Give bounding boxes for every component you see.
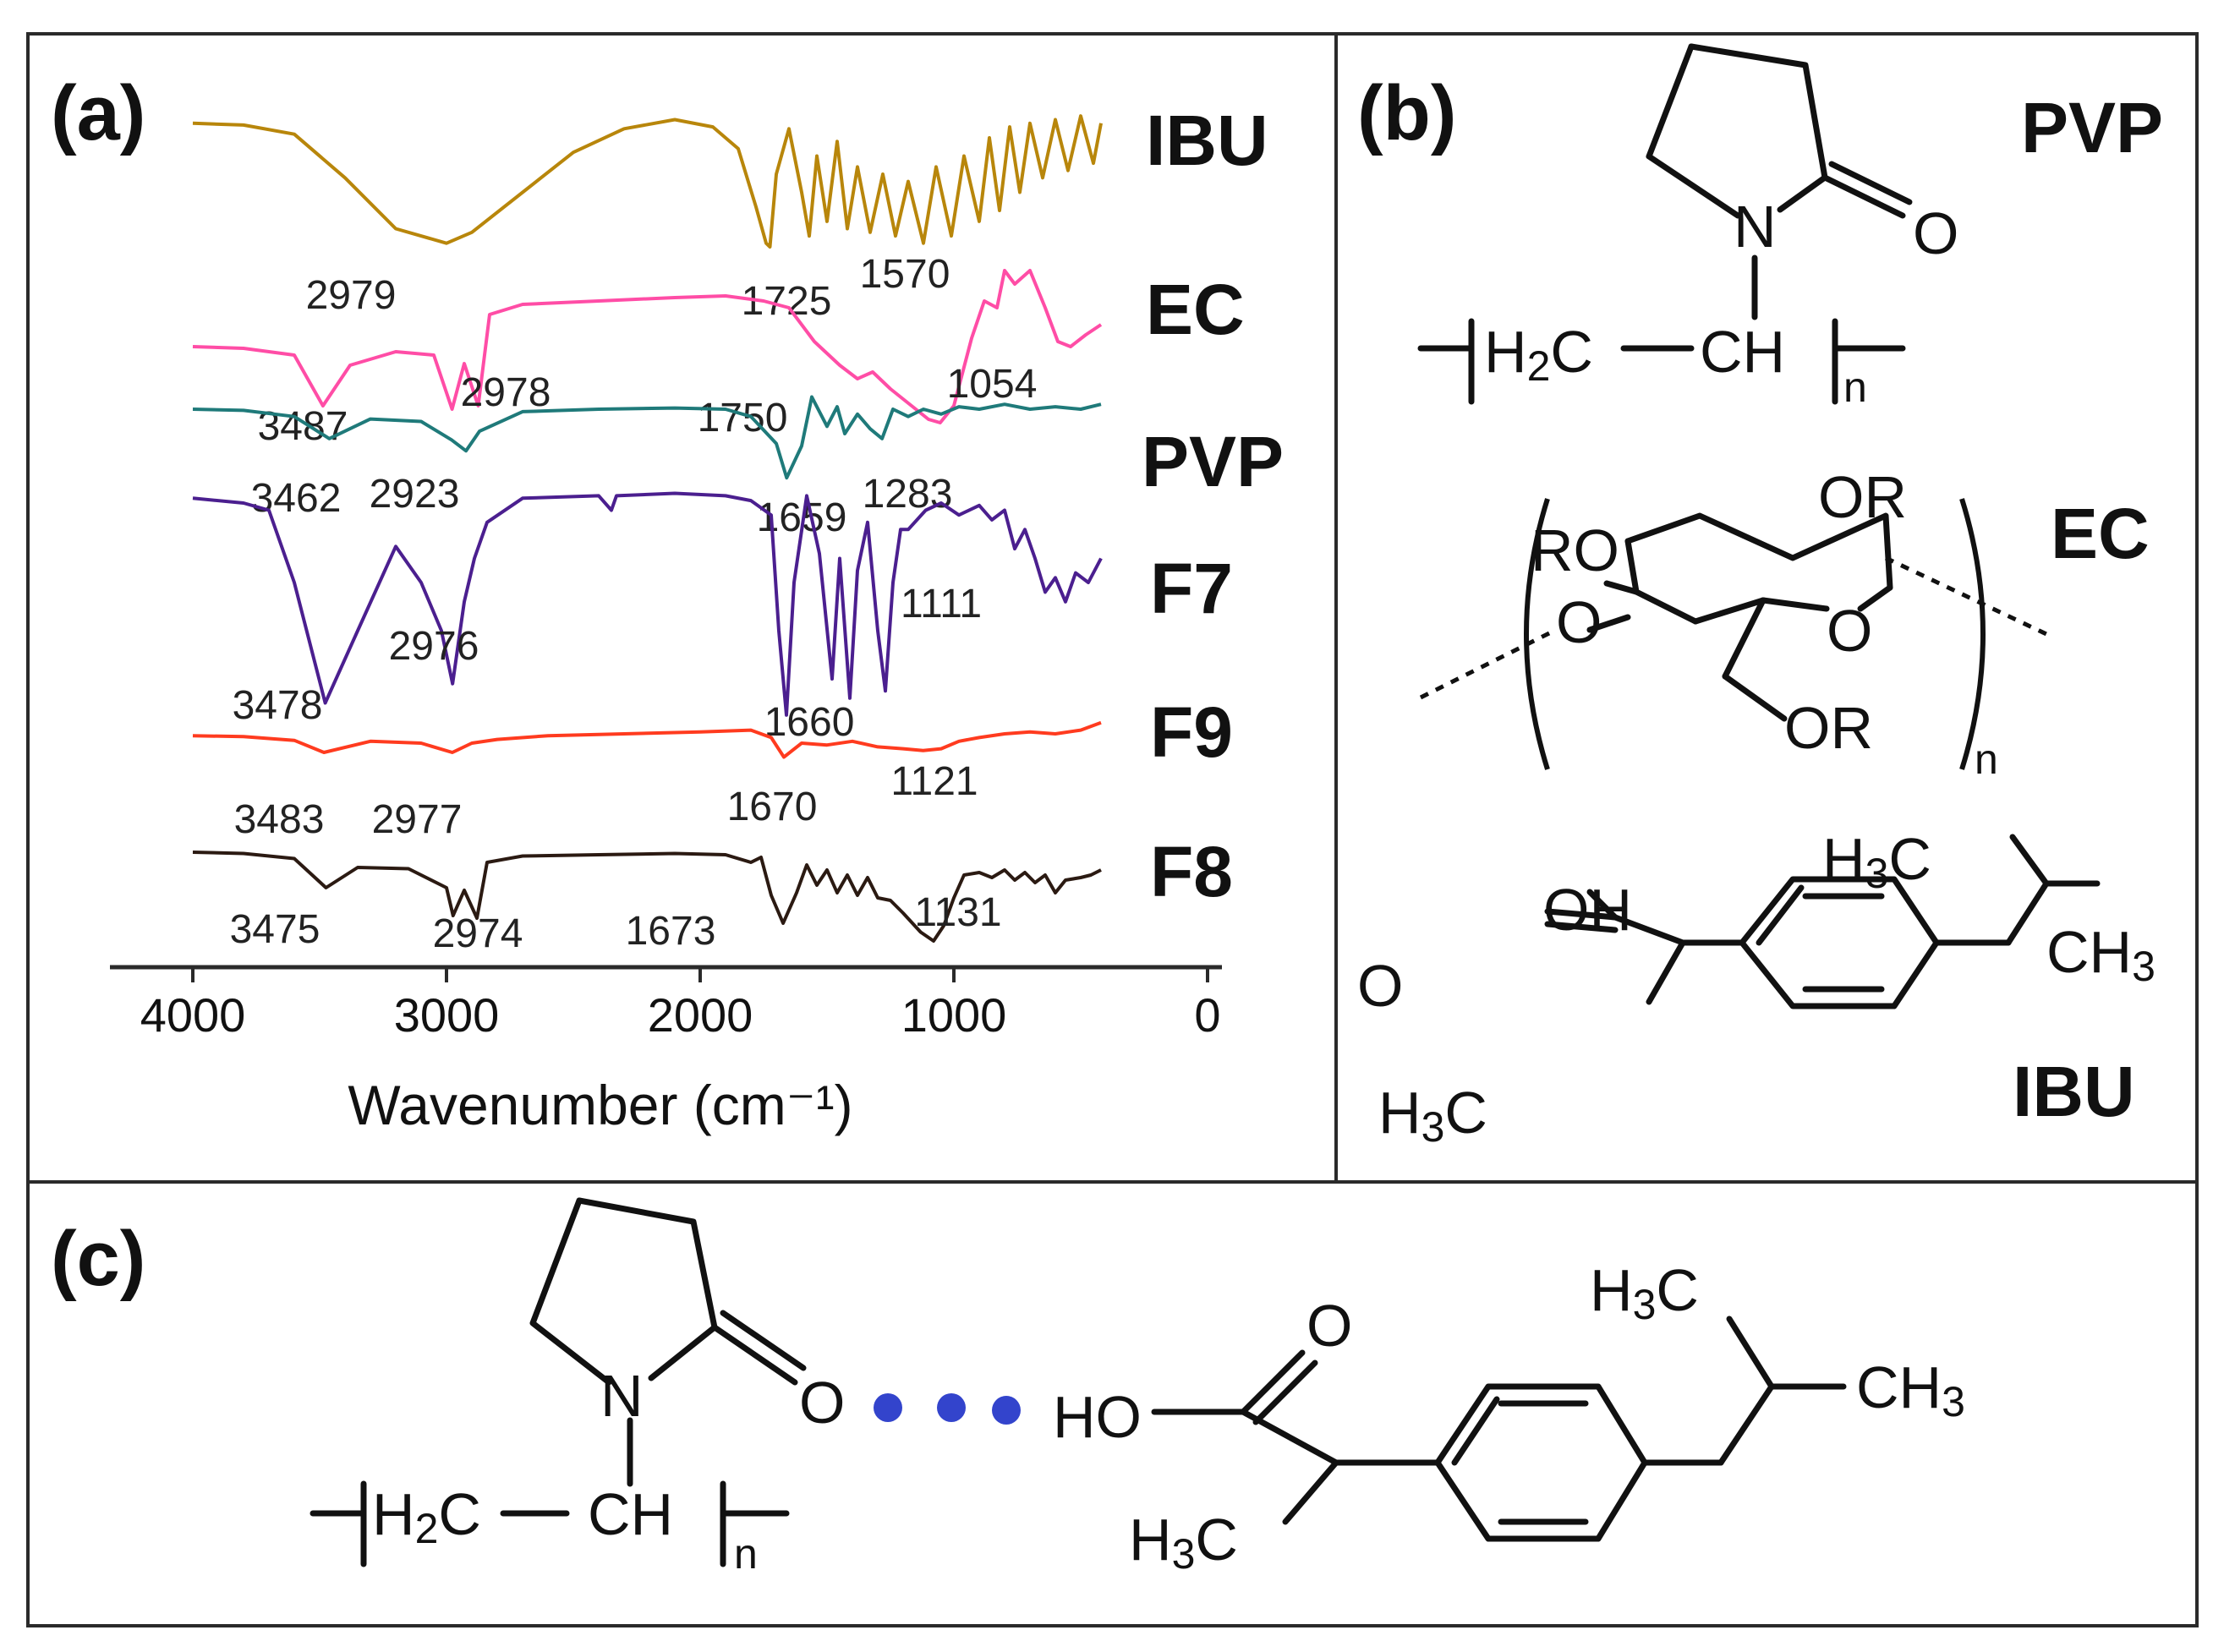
peak-label-ibu-1570: 1570 — [860, 252, 950, 297]
series-label-f7: F7 — [1150, 549, 1233, 628]
complex-h3c-top: H3C — [1590, 1257, 1699, 1328]
peak-label-pvp-1283: 1283 — [863, 472, 953, 517]
x-tick-label-1000: 1000 — [901, 988, 1007, 1042]
x-tick-label-2000: 2000 — [648, 988, 753, 1042]
outer-frame — [26, 32, 2199, 1627]
ibu-o: O — [1357, 953, 1403, 1019]
series-line-ec — [192, 269, 1103, 424]
peak-label-f9-2977: 2977 — [372, 797, 463, 842]
hbond-dot-3 — [992, 1396, 1021, 1425]
series-line-f8 — [192, 851, 1102, 943]
peak-label-f8-1673: 1673 — [626, 909, 716, 954]
peak-label-f7-3478: 3478 — [233, 683, 323, 728]
series-label-pvp: PVP — [1142, 422, 1284, 501]
series-line-pvp — [192, 395, 1102, 480]
series-line-f7 — [192, 491, 1103, 717]
pvp-repeat-n: n — [1843, 364, 1867, 411]
pvp-o-atom: O — [1913, 200, 1958, 266]
ec-repeat-n: n — [1975, 736, 1998, 783]
peak-label-f9-3483: 3483 — [234, 797, 325, 842]
ec-ro-left: RO — [1531, 517, 1619, 583]
ec-structure: OR RO O O OR n EC — [1419, 464, 2150, 783]
series-label-f8: F8 — [1150, 832, 1233, 911]
ibu-structure: OH O H3C CH3 H3C IBU — [1357, 826, 2155, 1151]
ec-or-bottom: OR — [1784, 695, 1873, 761]
complex-ch: CH — [588, 1481, 673, 1547]
complex-ho: HO — [1053, 1384, 1142, 1450]
ec-name: EC — [2051, 494, 2150, 573]
x-axis-ticks: 4000 3000 2000 1000 0 — [140, 967, 1221, 1042]
x-axis-title: Wavenumber (cm⁻¹) — [348, 1074, 852, 1136]
ibu-name: IBU — [2013, 1052, 2135, 1131]
peak-label-f7-1660: 1660 — [764, 700, 855, 745]
peak-label-pvp-2923: 2923 — [370, 472, 460, 517]
complex-ch3: CH3 — [1856, 1354, 1965, 1425]
ibu-h3c-bottom: H3C — [1378, 1080, 1487, 1151]
hbond-dot-1 — [874, 1393, 902, 1422]
complex-o-top: O — [1306, 1293, 1352, 1359]
ec-or-top: OR — [1818, 464, 1907, 530]
peak-label-ec-3487: 3487 — [258, 404, 348, 449]
pvp-ch: CH — [1700, 319, 1785, 385]
x-tick-label-4000: 4000 — [140, 988, 246, 1042]
peak-label-f9-1121: 1121 — [890, 759, 978, 804]
peak-label-f7-2976: 2976 — [389, 624, 479, 669]
peak-label-f8-1131: 1131 — [914, 890, 1001, 935]
pvp-ibu-complex: N O H2C CH n HO O H3C H3C CH3 — [309, 1197, 1965, 1578]
peak-label-ec-2978: 2978 — [461, 370, 551, 415]
complex-h2c: H2C — [372, 1481, 481, 1552]
series-label-ec: EC — [1146, 270, 1245, 349]
peak-label-ec-1054: 1054 — [947, 362, 1038, 407]
panel-b-label: (b) — [1357, 70, 1456, 156]
hbond-dot-2 — [937, 1393, 966, 1422]
peak-label-ec-1750: 1750 — [698, 396, 788, 440]
ec-o-ring: O — [1827, 598, 1872, 664]
panel-c-label: (c) — [51, 1216, 145, 1302]
peak-label-f8-2974: 2974 — [433, 911, 523, 956]
pvp-n-atom: N — [1734, 194, 1777, 260]
complex-o-atom: O — [799, 1370, 845, 1436]
ec-o-left: O — [1556, 589, 1602, 655]
series-label-f9: F9 — [1150, 692, 1233, 772]
peak-label-f7-1111: 1111 — [901, 582, 982, 626]
x-tick-label-0: 0 — [1194, 988, 1220, 1042]
peak-label-pvp-3462: 3462 — [251, 476, 342, 521]
series-line-f9 — [192, 720, 1102, 759]
ibu-oh: OH — [1543, 877, 1632, 943]
pvp-name: PVP — [2021, 88, 2163, 167]
panel-a-label: (a) — [51, 70, 145, 156]
pvp-structure: N O H2C CH n PVP — [1417, 43, 2163, 411]
peak-label-f8-3475: 3475 — [230, 907, 320, 952]
complex-h3c-bottom: H3C — [1129, 1507, 1238, 1578]
x-tick-label-3000: 3000 — [394, 988, 500, 1042]
peak-label-ibu-2979: 2979 — [306, 273, 397, 318]
complex-repeat-n: n — [734, 1530, 758, 1578]
series-label-ibu: IBU — [1146, 101, 1268, 180]
pvp-h2c: H2C — [1484, 319, 1593, 390]
ibu-h3c-top: H3C — [1822, 826, 1931, 897]
series-line-ibu — [192, 114, 1103, 249]
peak-label-f9-1670: 1670 — [727, 785, 818, 829]
complex-n-atom: N — [600, 1363, 644, 1429]
ibu-ch3: CH3 — [2046, 919, 2155, 990]
